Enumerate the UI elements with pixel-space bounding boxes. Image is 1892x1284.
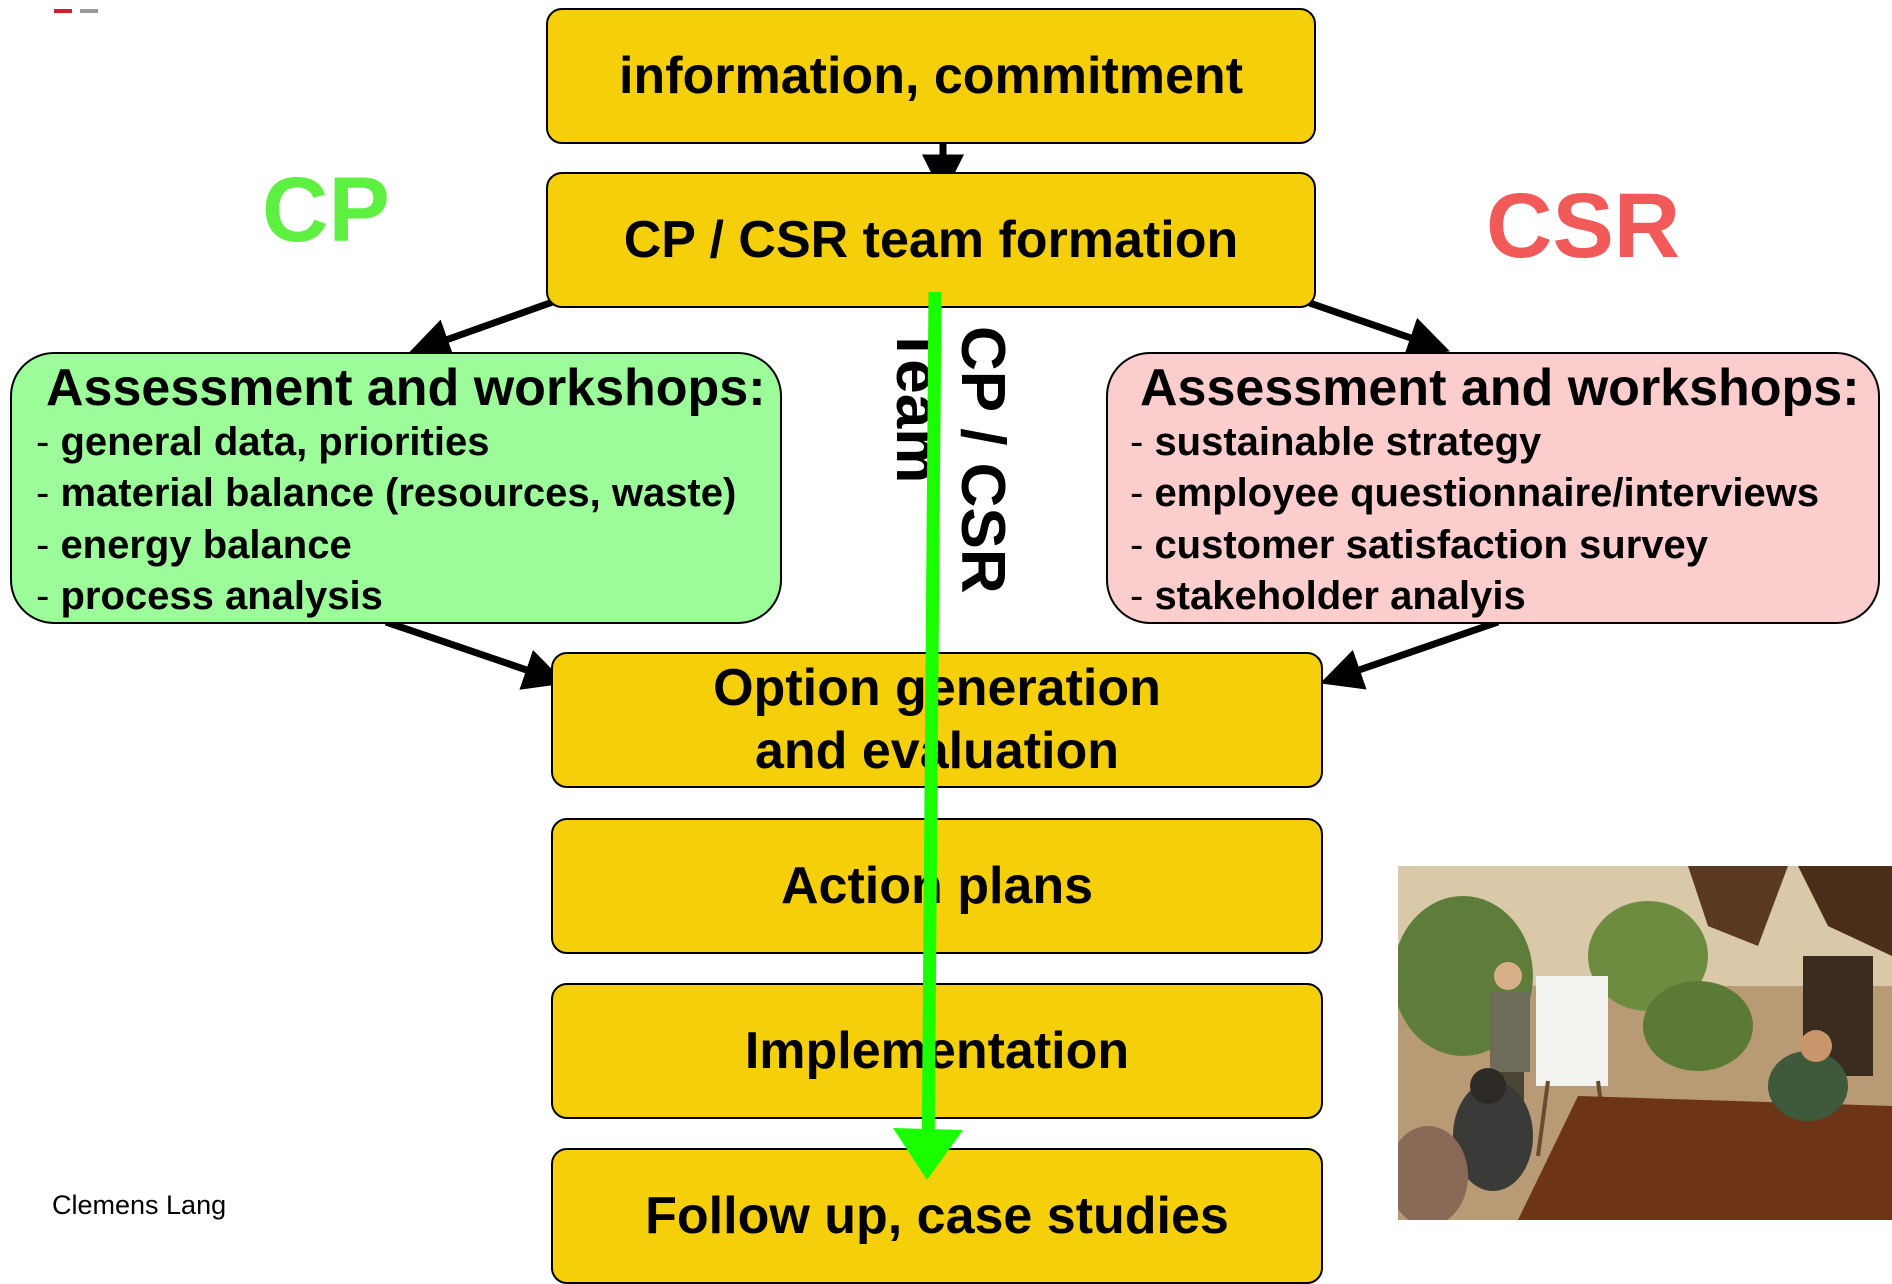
csr-assessment-item-text: customer satisfaction survey	[1154, 522, 1708, 567]
vertical-team-label-line2: Team	[882, 326, 952, 484]
box-option-line1: Option generation	[713, 658, 1161, 717]
csr-label: CSR	[1486, 175, 1681, 277]
box-information-commitment-label: information, commitment	[618, 46, 1244, 105]
vertical-team-label: CP / CSR Team	[882, 326, 1017, 594]
box-information-commitment: information, commitment	[546, 8, 1316, 144]
cp-assessment-item-text: energy balance	[60, 522, 352, 567]
csr-assessment-item: - stakeholder analyis	[1130, 573, 1526, 618]
vertical-team-label-line1: CP / CSR	[948, 326, 1017, 594]
logo-mark	[54, 0, 104, 13]
box-action-plans: Action plans	[551, 818, 1323, 954]
cp-assessment-item: - process analysis	[36, 573, 383, 618]
cp-assessment-item-text: process analysis	[60, 573, 383, 618]
csr-assessment-box: Assessment and workshops: - sustainable …	[1106, 352, 1880, 624]
workshop-photo	[1398, 866, 1892, 1220]
cp-assessment-box: Assessment and workshops: - general data…	[10, 352, 782, 624]
box-implementation-label: Implementation	[744, 1021, 1130, 1080]
box-implementation: Implementation	[551, 983, 1323, 1119]
box-team-formation: CP / CSR team formation	[546, 172, 1316, 308]
cp-assessment-item-text: general data, priorities	[60, 420, 490, 465]
box-team-formation-label: CP / CSR team formation	[623, 210, 1239, 269]
csr-assessment-item: - sustainable strategy	[1130, 420, 1542, 465]
cp-assessment-item-text: material balance (resources, waste)	[60, 471, 737, 516]
box-action-plans-label: Action plans	[780, 856, 1094, 915]
box-option-line2: and evaluation	[754, 722, 1120, 780]
author-name: Clemens Lang	[52, 1190, 227, 1220]
box-option-generation: Option generation and evaluation	[551, 652, 1323, 788]
cp-assessment-heading: Assessment and workshops:	[46, 359, 766, 417]
csr-assessment-heading: Assessment and workshops:	[1140, 359, 1860, 417]
cp-assessment-item: - general data, priorities	[36, 420, 490, 465]
arrow-csr-to-option	[1320, 618, 1500, 690]
cp-assessment-item: - material balance (resources, waste)	[36, 471, 737, 516]
cp-label: CP	[262, 159, 390, 261]
cp-assessment-item: - energy balance	[36, 522, 352, 567]
csr-assessment-item-text: sustainable strategy	[1154, 420, 1542, 465]
arrow-cp-to-option	[384, 618, 566, 690]
csr-assessment-item-text: employee questionnaire/interviews	[1154, 471, 1820, 516]
csr-assessment-item: - customer satisfaction survey	[1130, 522, 1708, 567]
box-follow-up-label: Follow up, case studies	[645, 1186, 1229, 1245]
csr-assessment-item-text: stakeholder analyis	[1154, 573, 1526, 618]
box-follow-up: Follow up, case studies	[551, 1148, 1323, 1284]
csr-assessment-item: - employee questionnaire/interviews	[1130, 471, 1820, 516]
